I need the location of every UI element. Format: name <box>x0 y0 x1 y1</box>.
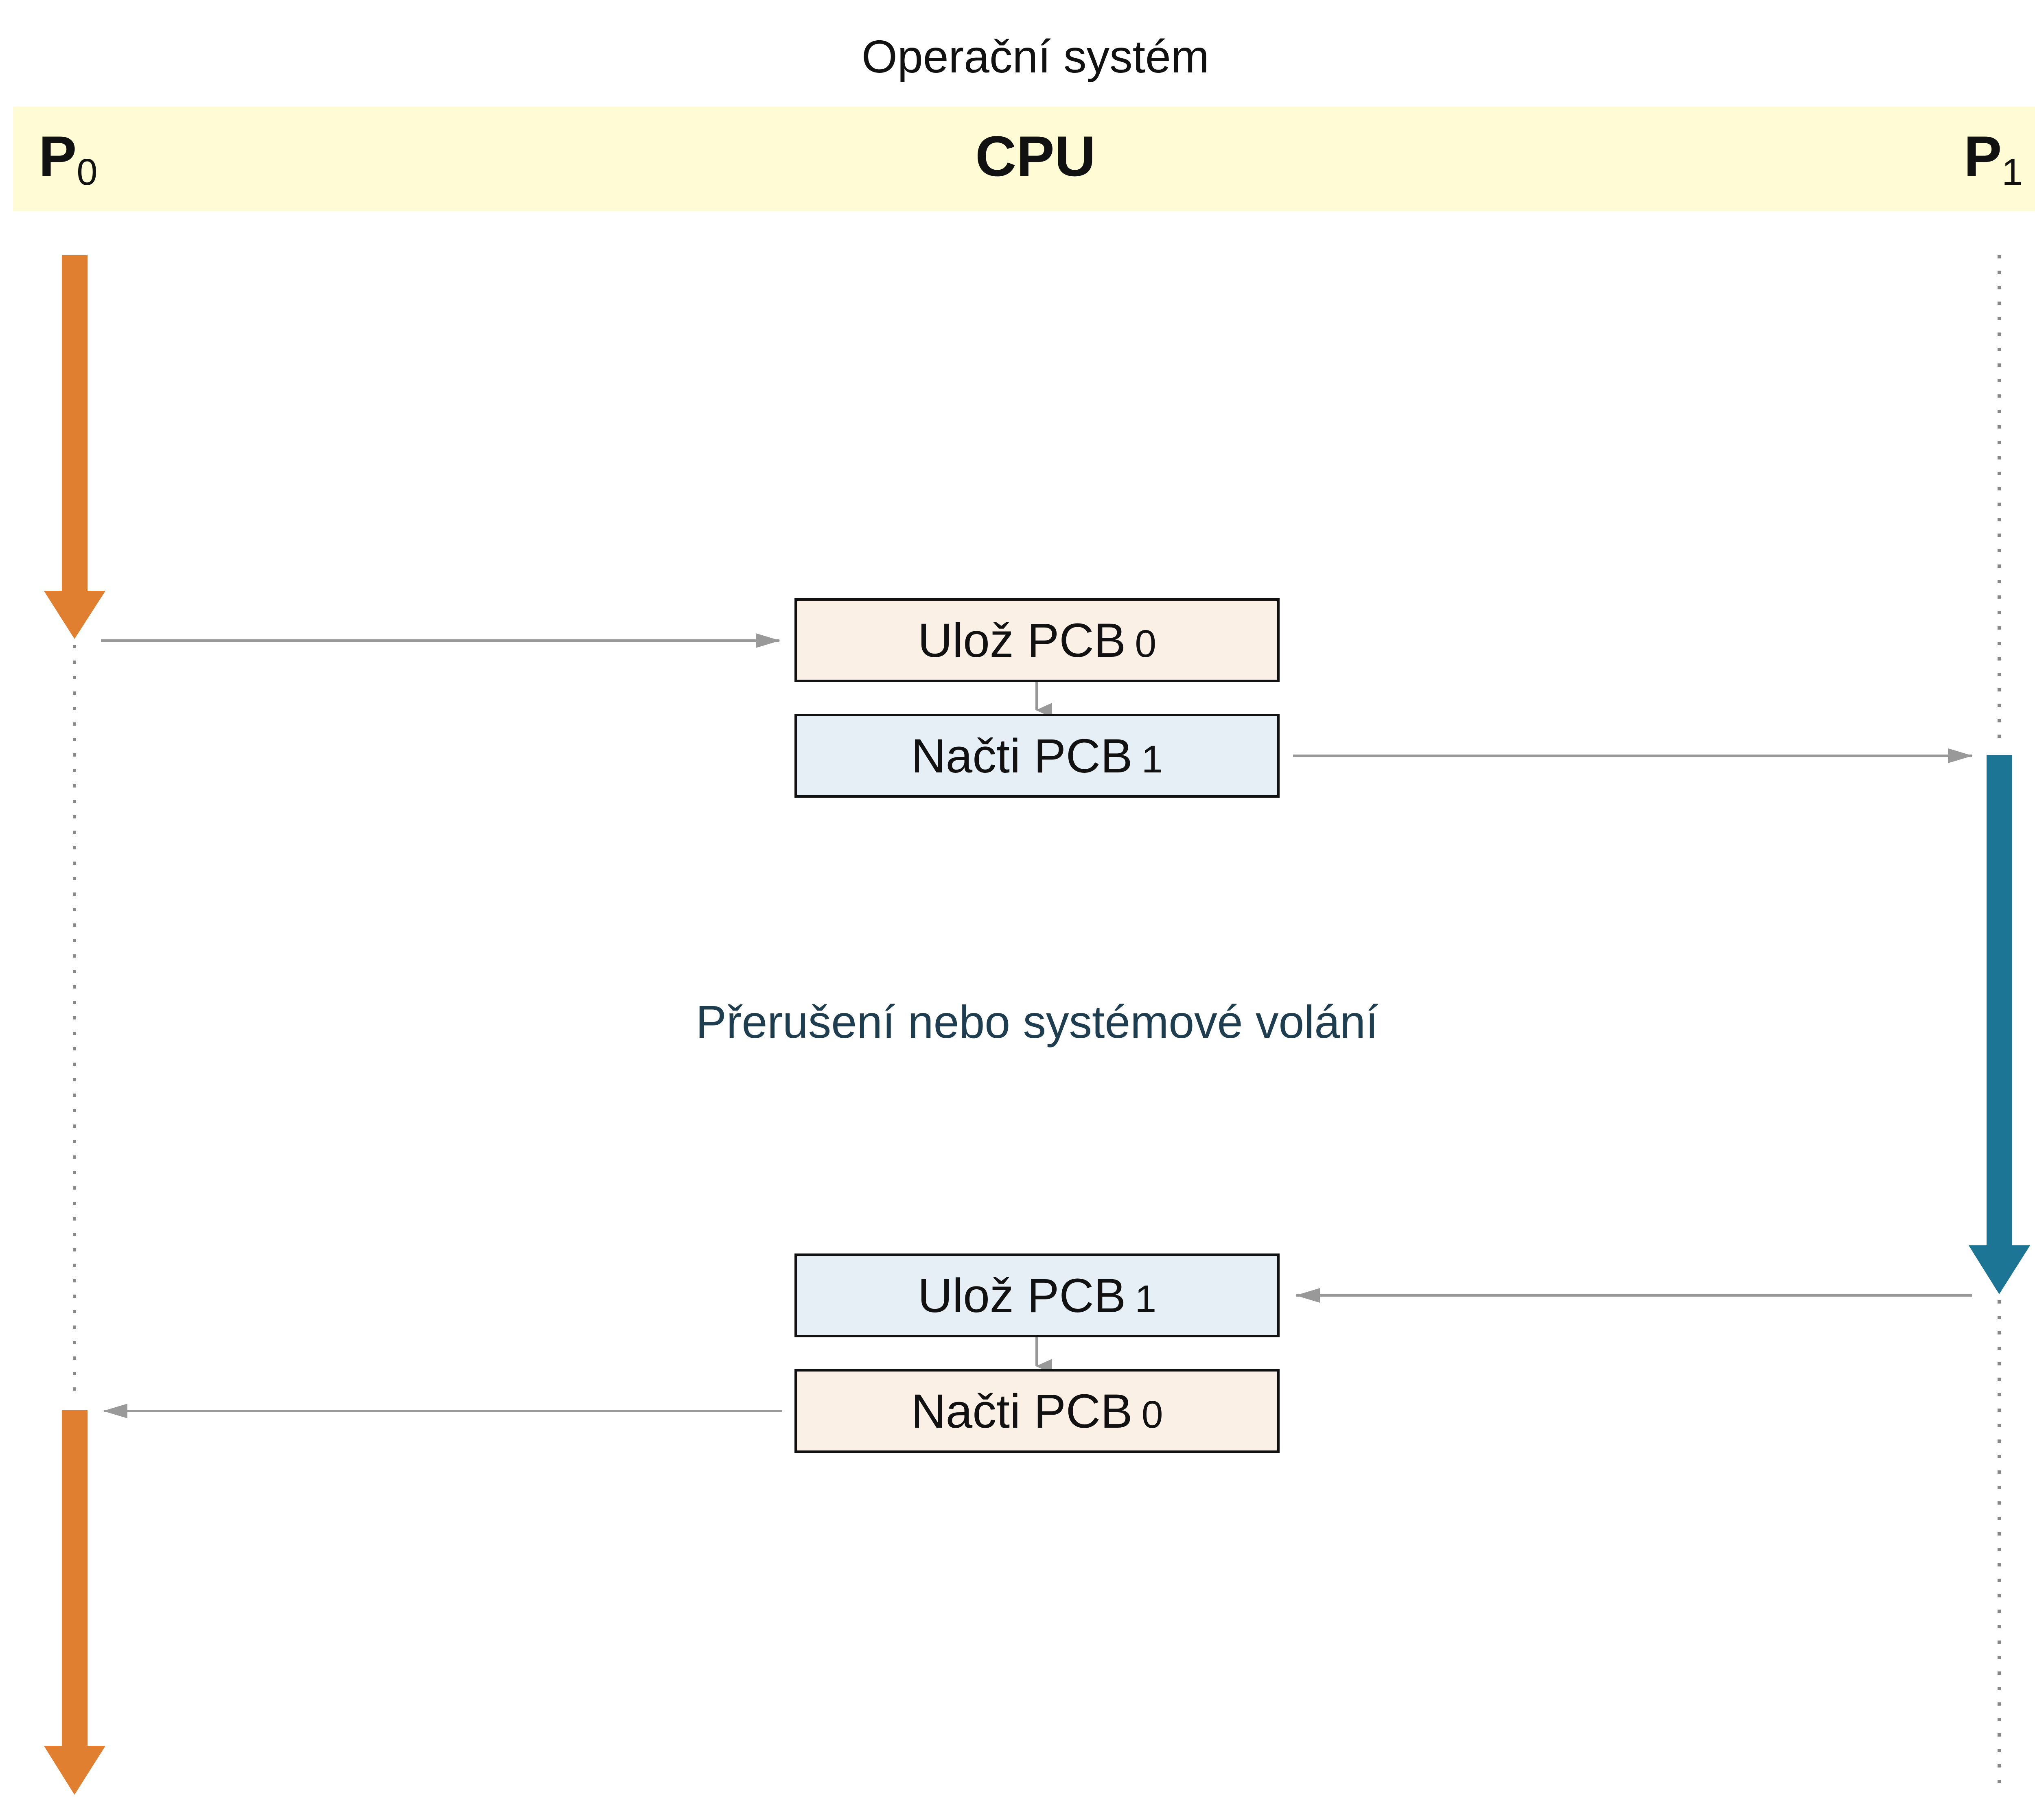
p0-run-bar-2 <box>62 1410 88 1748</box>
interrupt-note: Přerušení nebo systémové volání <box>696 996 1378 1048</box>
pcb-box-save1-rect <box>794 1253 1280 1337</box>
p0-run-arrowhead-1 <box>44 591 105 639</box>
p1-run-bar <box>1987 755 2012 1249</box>
header-p0-label: P0 <box>39 124 98 193</box>
pcb-box-save0-rect <box>794 598 1280 682</box>
diagram-title: Operační systém <box>862 31 1209 82</box>
connectors <box>101 633 1973 1418</box>
header-p1-label: P1 <box>1964 124 2023 193</box>
p0-run-arrowhead-2 <box>44 1746 105 1795</box>
p1-run-arrowhead <box>1969 1245 2030 1294</box>
pcb-box-load1-rect <box>794 714 1280 798</box>
p0-timeline <box>44 255 105 1795</box>
header-cpu-label: CPU <box>975 124 1096 188</box>
pcb-box-load0-rect <box>794 1369 1280 1453</box>
header-band <box>13 107 2035 211</box>
p1-timeline <box>1969 255 2030 1795</box>
p0-run-bar-1 <box>62 255 88 592</box>
